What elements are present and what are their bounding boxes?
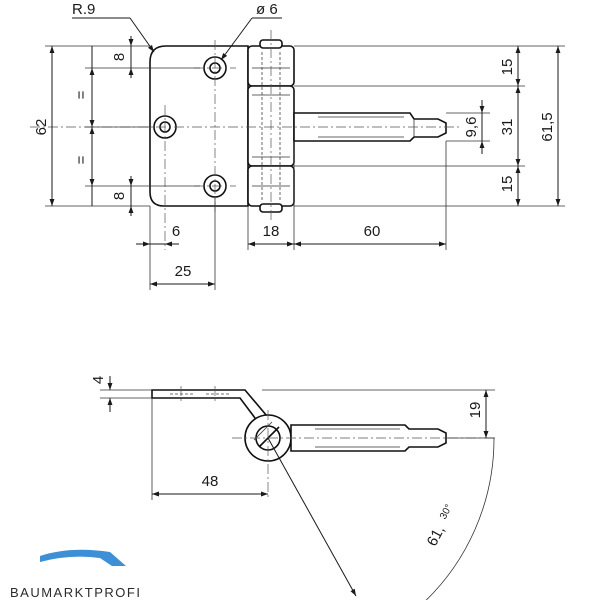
hole-diameter-label: ø 6 — [256, 1, 278, 18]
brand-logo: BAUMARKTPROFI — [10, 549, 141, 600]
dim-left-height: 62 — [33, 119, 50, 136]
dim-right-middle: 31 — [499, 119, 516, 136]
dim-right-top: 15 — [499, 59, 516, 76]
dim-knuckle-width: 18 — [263, 223, 280, 240]
side-view: 61, 30° 4 19 48 — [90, 376, 495, 600]
dim-radius-value: 61, — [424, 523, 449, 549]
radius-label: R.9 — [72, 1, 95, 18]
dim-hole-edge-distance: 6 — [172, 223, 180, 240]
dim-pin-diameter: 9,6 — [463, 117, 480, 138]
dim-pin-offset: 19 — [467, 402, 484, 419]
dim-top-hole-offset: 8 — [111, 53, 128, 61]
side-pin — [290, 424, 447, 452]
dim-pin-length: 60 — [364, 223, 381, 240]
dim-thickness: 4 — [90, 376, 107, 384]
brand-name: BAUMARKTPROFI — [10, 585, 141, 600]
dim-right-bottom: 15 — [499, 176, 516, 193]
hinge-pin — [293, 112, 447, 142]
hinge-plate — [149, 45, 249, 207]
dim-horizontal-distance: 48 — [202, 473, 219, 490]
dim-radius-angle: 30° — [438, 503, 455, 522]
dim-equal-bottom: = — [73, 155, 90, 164]
dim-bottom-hole-offset: 8 — [111, 192, 128, 200]
swing-arc — [425, 437, 495, 600]
dim-right-total: 61,5 — [539, 112, 556, 141]
dim-equal-top: = — [73, 90, 90, 99]
logo-roof-icon — [40, 549, 126, 566]
top-view: 62 = = 8 8 R.9 ø 6 15 31 15 — [30, 1, 565, 290]
dim-plate-width: 25 — [175, 263, 192, 280]
